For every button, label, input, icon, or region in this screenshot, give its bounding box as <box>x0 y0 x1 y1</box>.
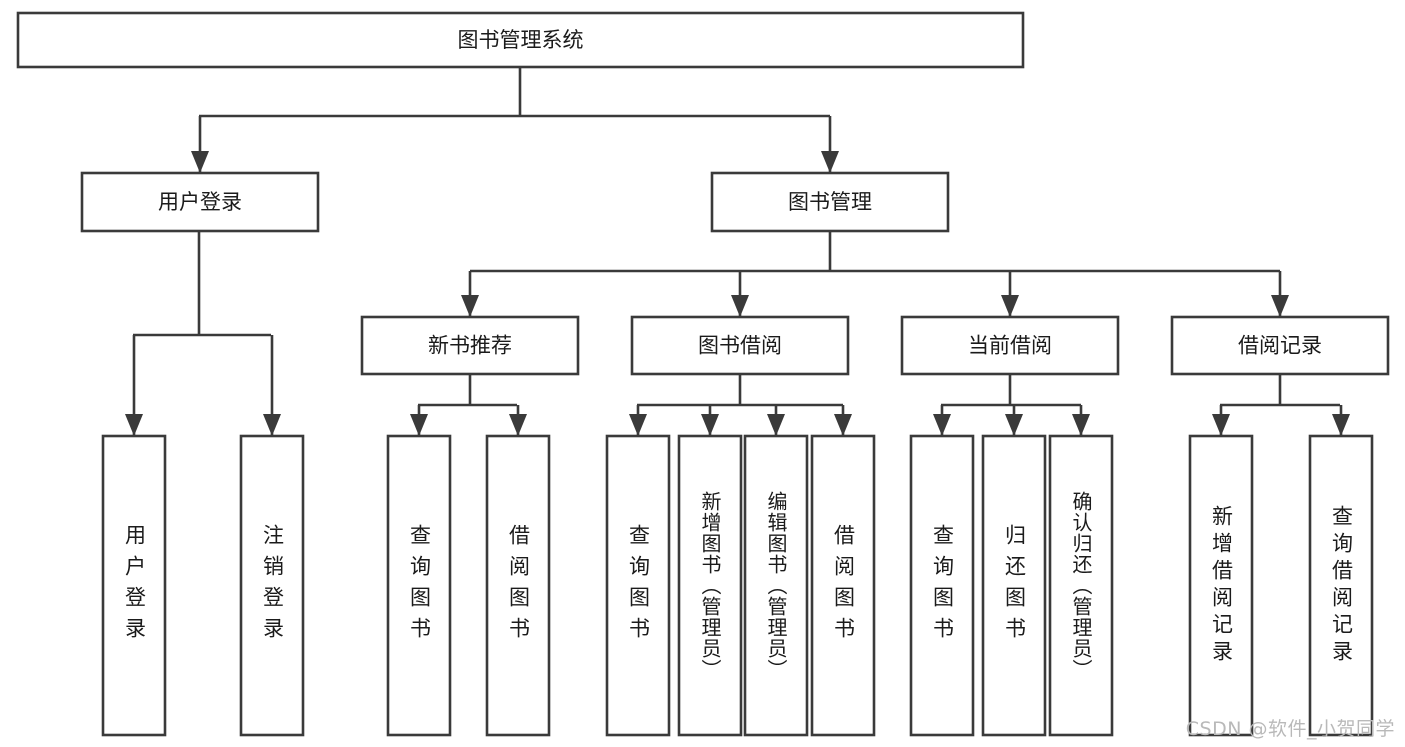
arrow-into-leaf-edit-book <box>767 414 785 436</box>
node-current-borrow-label: 当前借阅 <box>968 334 1052 358</box>
arrow-into-current-borrow <box>1001 295 1019 317</box>
arrow-into-leaf-user-login <box>125 414 143 436</box>
arrow-into-new-book-rec <box>461 295 479 317</box>
leaf-leaf-borrow-book-1[interactable] <box>485 434 551 737</box>
leaf-leaf-edit-book-rect <box>743 434 809 737</box>
node-new-book-rec[interactable]: 新书推荐 <box>360 315 580 376</box>
node-borrow-record[interactable]: 借阅记录 <box>1170 315 1390 376</box>
node-user-login[interactable]: 用户登录 <box>80 171 320 233</box>
arrow-into-leaf-return-book <box>1005 414 1023 436</box>
csdn-watermark: CSDN @软件_小贺同学 <box>1185 718 1395 740</box>
leaf-leaf-add-record[interactable] <box>1188 434 1254 737</box>
leaf-leaf-return-book-rect <box>981 434 1047 737</box>
leaf-leaf-user-login[interactable] <box>101 434 167 737</box>
node-new-book-rec-rect <box>360 315 580 376</box>
arrow-into-leaf-query-record <box>1332 414 1350 436</box>
node-borrow-record-label: 借阅记录 <box>1238 334 1322 358</box>
node-current-borrow[interactable]: 当前借阅 <box>900 315 1120 376</box>
node-new-book-rec-label: 新书推荐 <box>428 334 512 358</box>
leaf-leaf-confirm-return-rect <box>1048 434 1114 737</box>
leaf-leaf-add-book[interactable] <box>677 434 743 737</box>
arrow-into-leaf-add-record <box>1212 414 1230 436</box>
leaf-leaf-confirm-return[interactable] <box>1048 434 1114 737</box>
arrow-into-leaf-confirm-return <box>1072 414 1090 436</box>
leaf-leaf-query-book-1[interactable] <box>386 434 452 737</box>
node-book-manage[interactable]: 图书管理 <box>710 171 950 233</box>
node-book-borrow[interactable]: 图书借阅 <box>630 315 850 376</box>
leaf-leaf-logout-login-rect <box>239 434 305 737</box>
node-book-manage-label: 图书管理 <box>788 190 872 214</box>
node-book-borrow-label: 图书借阅 <box>698 334 782 358</box>
leaf-leaf-query-record-rect <box>1308 434 1374 737</box>
arrow-into-leaf-query-book-2 <box>629 414 647 436</box>
leaf-leaf-query-book-2-rect <box>605 434 671 737</box>
leaf-leaf-add-record-rect <box>1188 434 1254 737</box>
root-node-label: 图书管理系统 <box>458 28 584 52</box>
leaf-leaf-query-book-3-rect <box>909 434 975 737</box>
leaf-leaf-add-book-rect <box>677 434 743 737</box>
arrow-into-user-login <box>191 151 209 173</box>
arrow-into-leaf-query-book-3 <box>933 414 951 436</box>
arrow-into-book-borrow <box>731 295 749 317</box>
node-user-login-rect <box>80 171 320 233</box>
leaf-leaf-borrow-book-1-rect <box>485 434 551 737</box>
leaf-leaf-query-book-2[interactable] <box>605 434 671 737</box>
arrow-into-leaf-borrow-book-2 <box>834 414 852 436</box>
arrow-into-leaf-logout-login <box>263 414 281 436</box>
arrow-into-leaf-borrow-book-1 <box>509 414 527 436</box>
leaf-leaf-logout-login[interactable] <box>239 434 305 737</box>
arrow-into-leaf-add-book <box>701 414 719 436</box>
leaf-leaf-query-book-1-rect <box>386 434 452 737</box>
node-user-login-label: 用户登录 <box>158 190 242 214</box>
leaf-leaf-query-record[interactable] <box>1308 434 1374 737</box>
root-node-rect <box>16 11 1025 69</box>
arrow-into-book-manage <box>821 151 839 173</box>
arrow-into-leaf-query-book-1 <box>410 414 428 436</box>
node-current-borrow-rect <box>900 315 1120 376</box>
leaf-leaf-return-book[interactable] <box>981 434 1047 737</box>
leaf-leaf-user-login-rect <box>101 434 167 737</box>
arrow-into-borrow-record <box>1271 295 1289 317</box>
leaf-leaf-query-book-3[interactable] <box>909 434 975 737</box>
leaf-leaf-edit-book[interactable] <box>743 434 809 737</box>
leaf-leaf-borrow-book-2[interactable] <box>810 434 876 737</box>
root-node[interactable]: 图书管理系统 <box>16 11 1025 69</box>
leaf-leaf-borrow-book-2-rect <box>810 434 876 737</box>
